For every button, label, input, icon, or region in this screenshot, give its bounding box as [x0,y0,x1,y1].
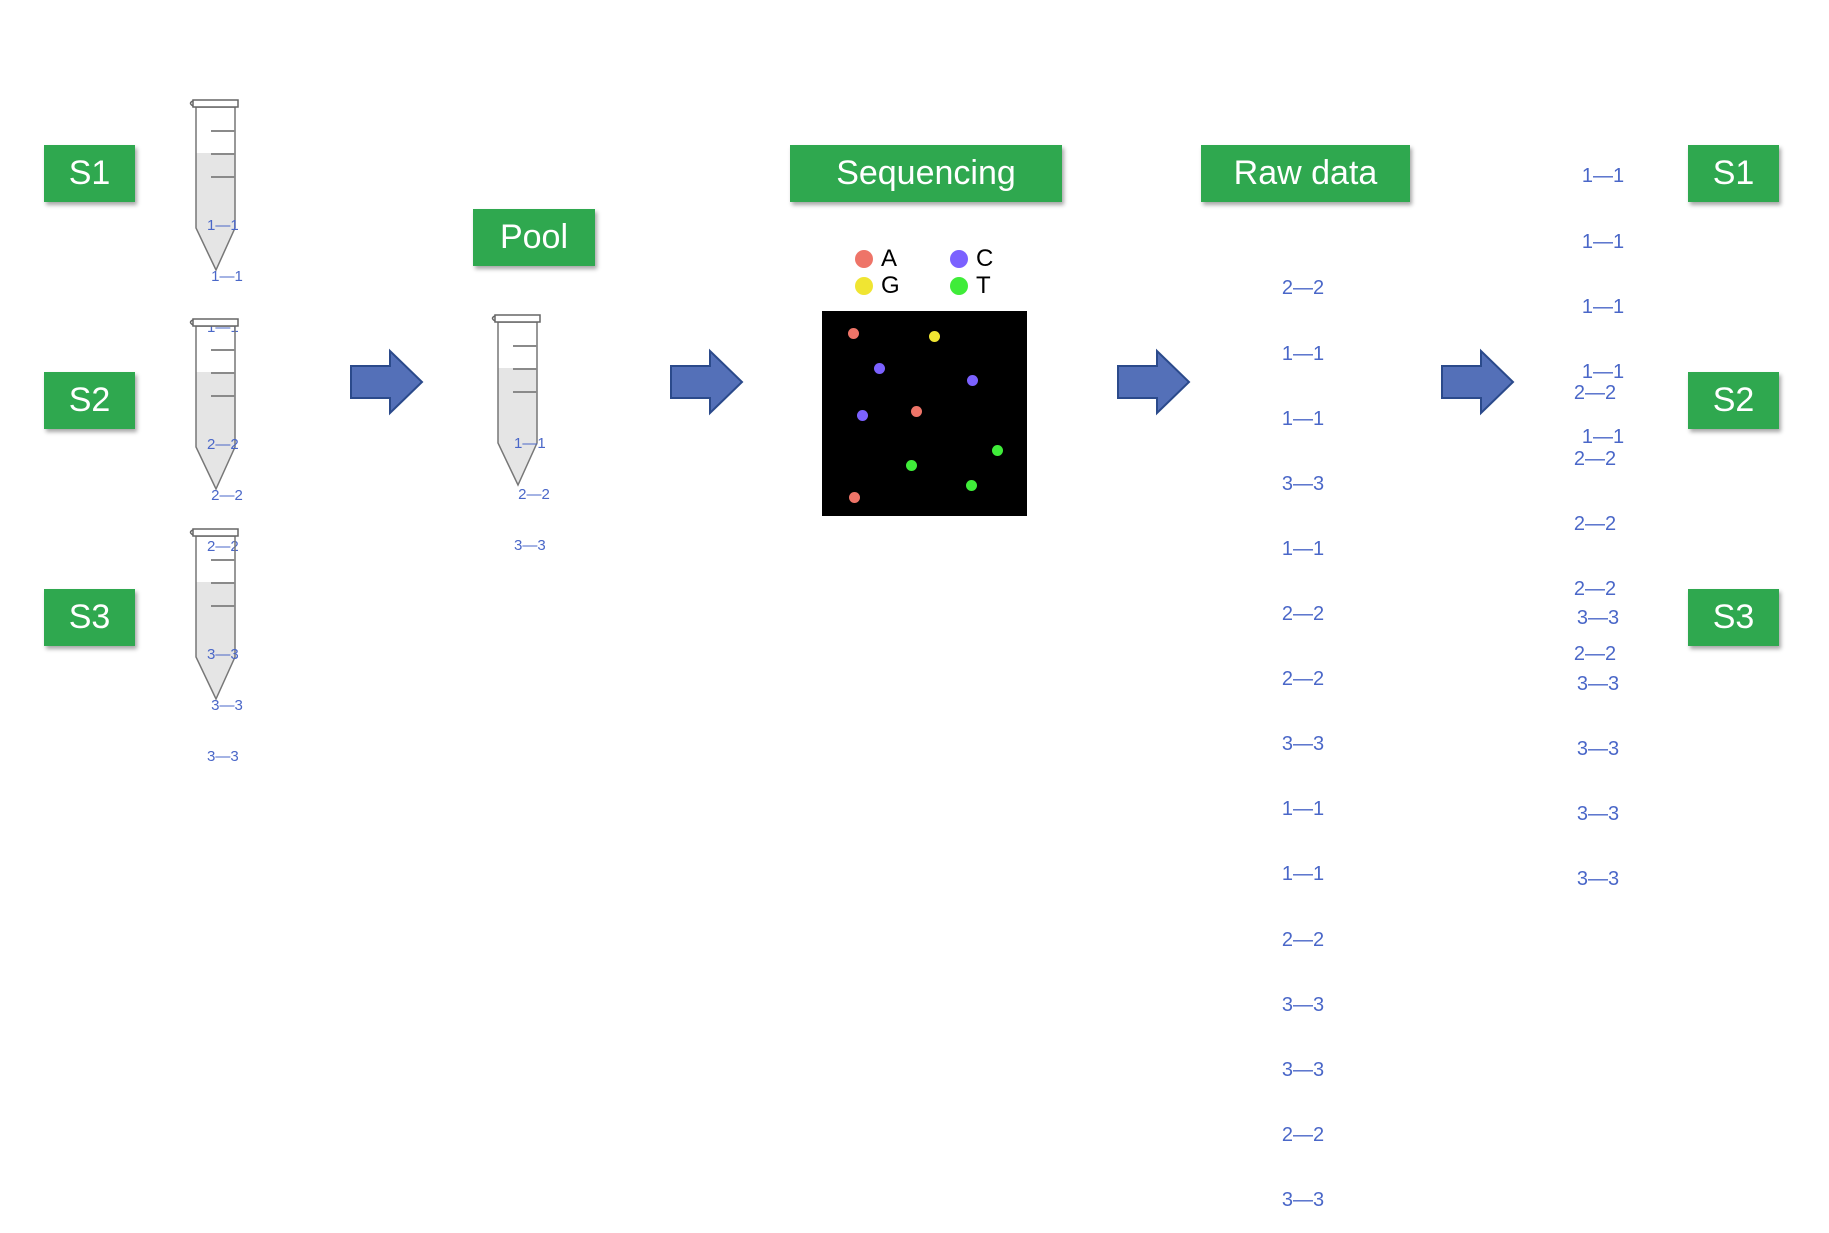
list-item: 1—1 [1281,342,1325,365]
legend-dot-t [950,277,968,295]
arrow-right-icon [1117,348,1191,416]
tube-read: 2—2 [207,487,243,504]
list-item: 3—3 [1281,993,1325,1016]
pool-tube-icon [491,314,541,487]
list-item: 2—2 [1573,512,1617,535]
sample-label-s3: S3 [44,589,135,646]
cluster-dot-g [929,331,940,342]
legend-dot-c [950,250,968,268]
output-label-s1: S1 [1688,145,1779,202]
list-item: 3—3 [1281,1058,1325,1081]
tube-read: 1—1 [514,435,546,452]
list-item: 3—3 [1281,472,1325,495]
tube-read: 1—1 [207,217,239,234]
pool-tube-reads: 1—1 2—2 3—3 [514,401,550,571]
legend-label-g: G [881,272,900,299]
sample-tube-s2-icon [189,318,239,491]
tube-read: 3—3 [514,537,546,554]
tube-read: 2—2 [514,486,550,503]
legend-item-g: G [855,272,900,300]
demux-reads-s3: 3—3 3—3 3—3 3—3 3—3 [1570,565,1626,912]
sequencing-label: Sequencing [790,145,1062,202]
list-item: 1—1 [1581,295,1625,318]
legend-item-a: A [855,245,897,273]
sequencing-flowcell [822,311,1027,516]
cluster-dot-t [992,445,1003,456]
list-item: 1—1 [1281,863,1325,886]
output-label-s2: S2 [1688,372,1779,429]
cluster-dot-a [849,492,860,503]
list-item: 2—2 [1281,928,1325,951]
raw-reads-list: 2—2 1—1 1—1 3—3 1—1 2—2 2—2 3—3 1—1 1—1 … [1275,235,1331,1233]
legend-label-a: A [881,245,898,272]
legend-label-t: T [976,272,991,299]
tube-read: 1—1 [207,268,243,285]
tube-read: 3—3 [207,748,239,765]
cluster-dot-a [848,328,859,339]
list-item: 3—3 [1576,672,1620,695]
cluster-dot-c [857,410,868,421]
output-label-s3: S3 [1688,589,1779,646]
legend-dot-g [855,277,873,295]
list-item: 3—3 [1281,1188,1325,1211]
arrow-right-icon [670,348,744,416]
cluster-dot-t [906,460,917,471]
list-item: 2—2 [1281,277,1325,300]
cluster-dot-t [966,480,977,491]
cluster-dot-a [911,406,922,417]
list-item: 2—2 [1573,382,1617,405]
list-item: 1—1 [1281,407,1325,430]
tube-read: 2—2 [207,538,239,555]
sample-tube-s1-icon [189,99,239,272]
cluster-dot-c [874,363,885,374]
pool-label: Pool [473,209,595,266]
cluster-dot-c [967,375,978,386]
sample-tube-s3-icon [189,528,239,701]
list-item: 1—1 [1281,537,1325,560]
list-item: 1—1 [1581,425,1625,448]
list-item: 1—1 [1581,165,1625,188]
tube-read: 3—3 [207,697,243,714]
arrow-right-icon [1441,348,1515,416]
list-item: 2—2 [1573,447,1617,470]
list-item: 3—3 [1281,733,1325,756]
list-item: 2—2 [1281,602,1325,625]
legend-item-t: T [950,272,991,300]
raw-data-label: Raw data [1201,145,1410,202]
tube-s3-reads: 3—3 3—3 3—3 [207,612,243,782]
list-item: 3—3 [1576,607,1620,630]
list-item: 3—3 [1576,802,1620,825]
list-item: 1—1 [1581,230,1625,253]
demux-reads-s1: 1—1 1—1 1—1 1—1 1—1 [1575,123,1631,470]
tube-read: 3—3 [207,646,239,663]
list-item: 2—2 [1573,642,1617,665]
list-item: 3—3 [1576,867,1620,890]
legend-label-c: C [976,245,994,272]
list-item: 1—1 [1581,360,1625,383]
demux-reads-s2: 2—2 2—2 2—2 2—2 2—2 [1567,340,1623,687]
sample-label-s1: S1 [44,145,135,202]
legend-dot-a [855,250,873,268]
tube-read: 2—2 [207,436,239,453]
tube-s2-reads: 2—2 2—2 2—2 [207,402,243,572]
legend-item-c: C [950,245,993,273]
list-item: 2—2 [1573,577,1617,600]
list-item: 3—3 [1576,737,1620,760]
list-item: 2—2 [1281,668,1325,691]
list-item: 1—1 [1281,798,1325,821]
arrow-right-icon [350,348,424,416]
list-item: 2—2 [1281,1123,1325,1146]
sample-label-s2: S2 [44,372,135,429]
